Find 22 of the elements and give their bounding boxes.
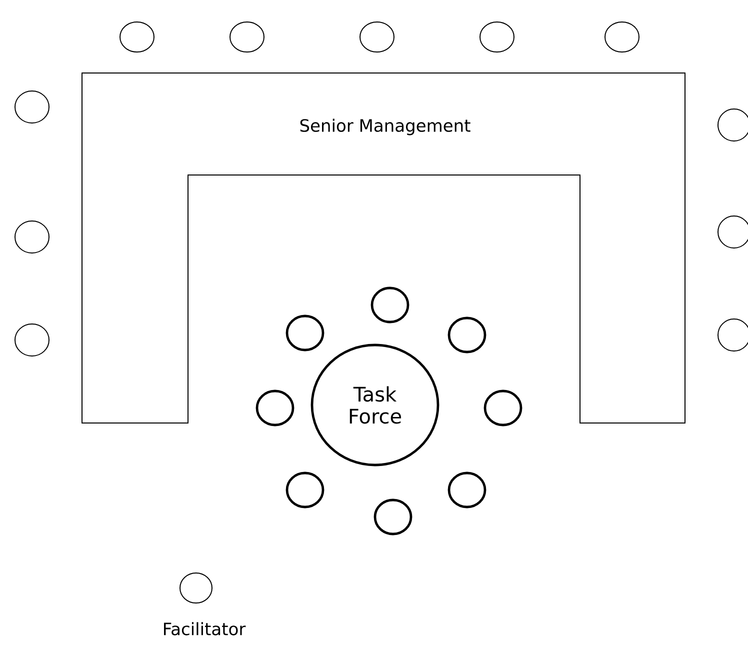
chair <box>120 22 154 52</box>
chair <box>448 316 486 354</box>
chair <box>374 498 412 536</box>
chair <box>14 324 50 356</box>
chair <box>718 216 748 248</box>
chair <box>286 314 324 352</box>
chair <box>14 90 50 124</box>
chair <box>718 108 748 142</box>
chair <box>256 390 294 426</box>
chair <box>480 22 514 52</box>
chair <box>14 220 50 254</box>
chair <box>286 472 324 508</box>
chair <box>230 22 264 52</box>
chair-label: Facilitator <box>164 622 246 636</box>
chair <box>180 572 212 604</box>
chair <box>604 22 640 52</box>
chair <box>448 472 486 508</box>
round-table: Task Force <box>310 344 440 466</box>
chair <box>484 390 522 426</box>
chair <box>360 22 394 52</box>
chair <box>718 318 748 352</box>
chair <box>370 286 410 324</box>
